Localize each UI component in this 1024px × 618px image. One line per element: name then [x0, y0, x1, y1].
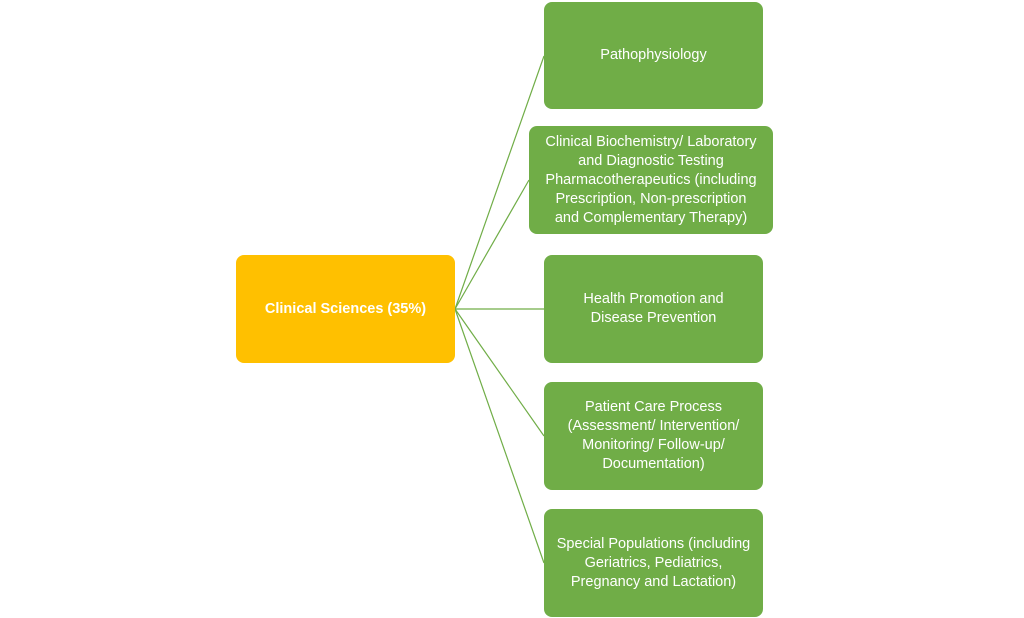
node-special-populations: Special Populations (including Geriatric… — [544, 509, 763, 617]
node-health-promotion-label: Health Promotion and Disease Prevention — [583, 291, 724, 326]
node-pathophysiology-label: Pathophysiology — [600, 47, 707, 63]
connector-to-pathophysiology — [454, 55, 545, 310]
node-patient-care-process: Patient Care Process (Assessment/ Interv… — [544, 382, 763, 490]
connector-to-clinical-biochemistry — [454, 179, 530, 310]
node-special-populations-label: Special Populations (including Geriatric… — [556, 535, 751, 590]
root-node-clinical-sciences: Clinical Sciences (35%) — [236, 255, 455, 363]
node-clinical-biochemistry-label: Clinical Biochemistry/ Laboratory and Di… — [545, 133, 757, 226]
node-patient-care-process-label: Patient Care Process (Assessment/ Interv… — [567, 399, 740, 472]
connector-to-patient-care-process — [454, 308, 545, 437]
root-node-label: Clinical Sciences (35%) — [264, 300, 427, 317]
connector-to-special-populations — [454, 308, 545, 564]
node-pathophysiology: Pathophysiology — [544, 2, 763, 109]
node-health-promotion: Health Promotion and Disease Prevention — [544, 255, 763, 363]
node-clinical-biochemistry: Clinical Biochemistry/ Laboratory and Di… — [529, 126, 773, 234]
